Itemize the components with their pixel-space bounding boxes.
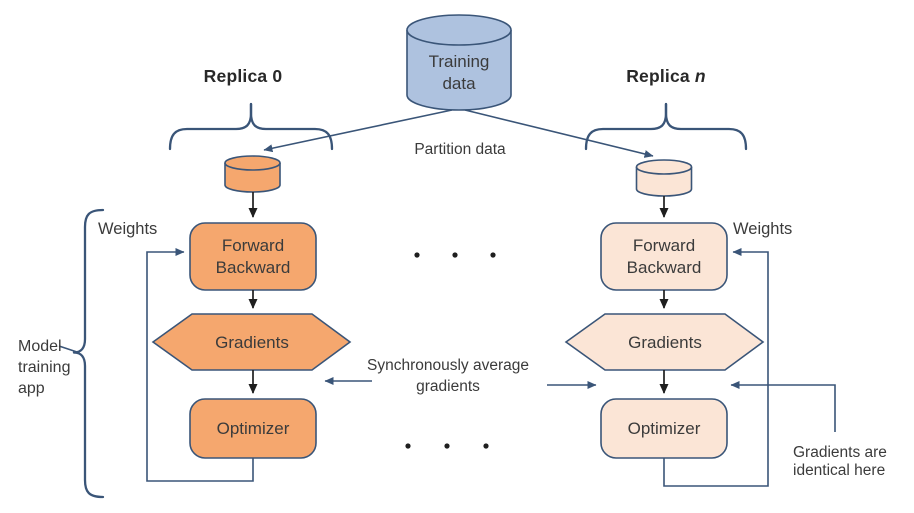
gradients-identical-line2: identical here [793,462,886,479]
replica-n-gradients-label: Gradients [628,333,702,352]
training-data-line1: Training [428,52,490,71]
model-training-app-brace [58,208,105,499]
sync-average-line2: gradients [416,378,480,395]
weights-label-right: Weights [733,220,793,238]
model-training-app-label: Model training app [18,336,70,399]
model-app-line1: Model [18,338,62,355]
replica-n-optimizer-label: Optimizer [627,419,701,438]
more-replicas-dots-top [414,252,496,258]
gradients-identical-arrow [730,381,836,432]
replica-n-title: Replica n [586,66,746,87]
partition-arrow-left [263,109,453,153]
replica-n-weights-loop [663,248,769,487]
model-app-connector-line [58,345,78,353]
ellipsis-dot [483,443,489,449]
training-data-line2: data [442,74,476,93]
sync-average-label: Synchronously average gradients [348,355,548,397]
replica-n-overbrace [584,102,748,151]
replica0-title: Replica 0 [203,66,283,86]
replica0-forward-line1: Forward [221,236,285,255]
replica-n-data-shard-cylinder [635,159,693,197]
replica0-weights-loop [146,248,254,482]
replica0-gradients-hexagon [151,313,352,371]
replica-n-forward-backward-label: Forward Backward [601,235,727,279]
training-data-cylinder [406,14,512,111]
replica-n-title-prefix: Replica [626,66,690,86]
replica0-optimizer-box [189,398,317,459]
partition-arrow-right [464,109,654,158]
model-app-line3: app [18,380,45,397]
training-data-label: Training data [407,51,511,95]
weights-label-left: Weights [98,220,158,238]
ellipsis-dot [405,443,411,449]
sync-average-line1: Synchronously average [367,357,529,374]
replica0-overbrace [168,102,334,151]
model-app-line2: training [18,359,71,376]
replica-n-forward-line1: Forward [632,236,696,255]
replica0-optimizer-label: Optimizer [216,419,290,438]
ellipsis-dot [452,252,458,258]
replica0-forward-backward-label: Forward Backward [190,235,316,279]
replica0-gradients-label: Gradients [215,333,289,352]
replica0-data-shard-cylinder [224,155,281,193]
more-replicas-dots-bottom [405,443,489,449]
replica-n-gradients-hexagon [564,313,765,371]
ellipsis-dot [414,252,420,258]
ellipsis-dot [444,443,450,449]
partition-data-label: Partition data [414,141,506,158]
gradients-identical-label: Gradients are identical here [793,444,887,480]
replica-n-optimizer-box [600,398,728,459]
ellipsis-dot [490,252,496,258]
replica-n-forward-line2: Backward [626,258,702,277]
gradients-identical-line1: Gradients are [793,444,887,461]
replica0-forward-line2: Backward [215,258,291,277]
replica-n-title-variable: n [694,66,706,86]
